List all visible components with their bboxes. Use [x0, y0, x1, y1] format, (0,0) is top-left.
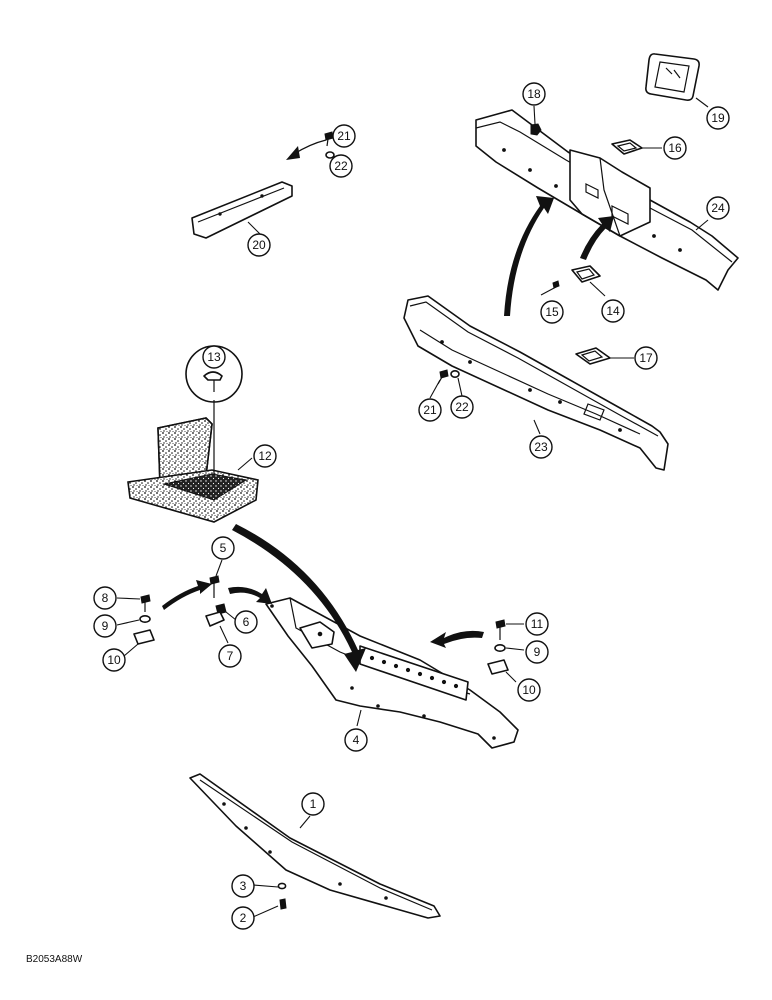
part-10-clip-right	[487, 659, 509, 675]
part-1-lower-plate	[189, 773, 441, 919]
svg-text:11: 11	[531, 617, 544, 631]
svg-text:12: 12	[258, 449, 272, 463]
callout-6: 6	[234, 610, 258, 634]
callout-10-right: 10	[517, 678, 541, 702]
svg-text:10: 10	[522, 683, 536, 697]
svg-text:24: 24	[711, 201, 725, 215]
part-16-grommet	[611, 139, 643, 155]
svg-text:6: 6	[243, 615, 250, 629]
leader-lines	[116, 97, 709, 918]
callout-19: 19	[706, 106, 730, 130]
part-7-clip	[205, 611, 225, 627]
svg-text:23: 23	[534, 440, 548, 454]
callout-11: 11	[525, 612, 549, 636]
svg-text:9: 9	[534, 645, 541, 659]
svg-text:4: 4	[353, 733, 360, 747]
part-18-nut	[530, 123, 542, 136]
part-19-window-glass	[645, 53, 700, 101]
callout-18: 18	[522, 82, 546, 106]
callout-20: 20	[247, 233, 271, 257]
callout-1: 1	[301, 792, 325, 816]
callout-21-lower: 21	[418, 398, 442, 422]
callout-22-upper: 22	[329, 154, 353, 178]
svg-text:20: 20	[252, 238, 266, 252]
svg-text:10: 10	[107, 653, 121, 667]
part-20-plate	[191, 181, 293, 239]
callout-8: 8	[93, 586, 117, 610]
part-9-washer-right	[494, 643, 506, 652]
svg-text:2: 2	[240, 911, 247, 925]
callout-14: 14	[601, 299, 625, 323]
part-3-washer	[277, 882, 287, 890]
part-17-grommet	[575, 347, 611, 365]
part-9-washer-left	[139, 614, 151, 623]
callout-23: 23	[529, 435, 553, 459]
svg-text:14: 14	[606, 304, 620, 318]
part-14-grommet	[571, 265, 601, 283]
part-22-washer-upper	[325, 151, 335, 159]
svg-text:21: 21	[423, 403, 437, 417]
part-2-screw	[279, 898, 287, 910]
svg-text:22: 22	[334, 159, 348, 173]
callout-22-lower: 22	[450, 395, 474, 419]
part-8-bolt	[140, 594, 151, 612]
callout-17: 17	[634, 346, 658, 370]
svg-text:17: 17	[639, 351, 653, 365]
svg-text:22: 22	[455, 400, 469, 414]
svg-text:15: 15	[545, 305, 559, 319]
assembly-arrows	[162, 139, 614, 672]
svg-text:18: 18	[527, 87, 541, 101]
figure-code-label: B2053A88W	[26, 954, 83, 965]
callout-9-right: 9	[525, 640, 549, 664]
callout-12: 12	[253, 444, 277, 468]
callout-24: 24	[706, 196, 730, 220]
svg-text:3: 3	[240, 879, 247, 893]
svg-text:7: 7	[227, 649, 234, 663]
callout-5: 5	[211, 536, 235, 560]
callout-21-upper: 21	[332, 124, 356, 148]
part-23-lower-console	[403, 295, 669, 471]
part-11-bolt	[495, 619, 506, 640]
part-22-washer-lower	[450, 369, 460, 378]
part-4-step-panel	[265, 597, 519, 749]
part-15-screw	[552, 280, 560, 289]
callout-7: 7	[218, 644, 242, 668]
part-5-bolt	[209, 575, 220, 598]
part-12-filter-assembly	[127, 400, 259, 523]
callout-9-left: 9	[93, 614, 117, 638]
svg-text:8: 8	[102, 591, 109, 605]
callout-10-left: 10	[102, 648, 126, 672]
svg-text:21: 21	[337, 129, 351, 143]
svg-text:1: 1	[310, 797, 317, 811]
svg-text:13: 13	[207, 350, 221, 364]
callout-2: 2	[231, 906, 255, 930]
svg-text:9: 9	[102, 619, 109, 633]
callout-3: 3	[231, 874, 255, 898]
callout-4: 4	[344, 728, 368, 752]
part-10-clip-left	[133, 629, 155, 645]
callout-15: 15	[540, 300, 564, 324]
callout-16: 16	[663, 136, 687, 160]
svg-text:19: 19	[711, 111, 725, 125]
svg-text:16: 16	[668, 141, 682, 155]
part-21-bolt-upper	[324, 131, 334, 147]
svg-text:5: 5	[220, 541, 227, 555]
callout-13: 13	[202, 345, 226, 369]
part-24-upper-console	[475, 109, 739, 291]
